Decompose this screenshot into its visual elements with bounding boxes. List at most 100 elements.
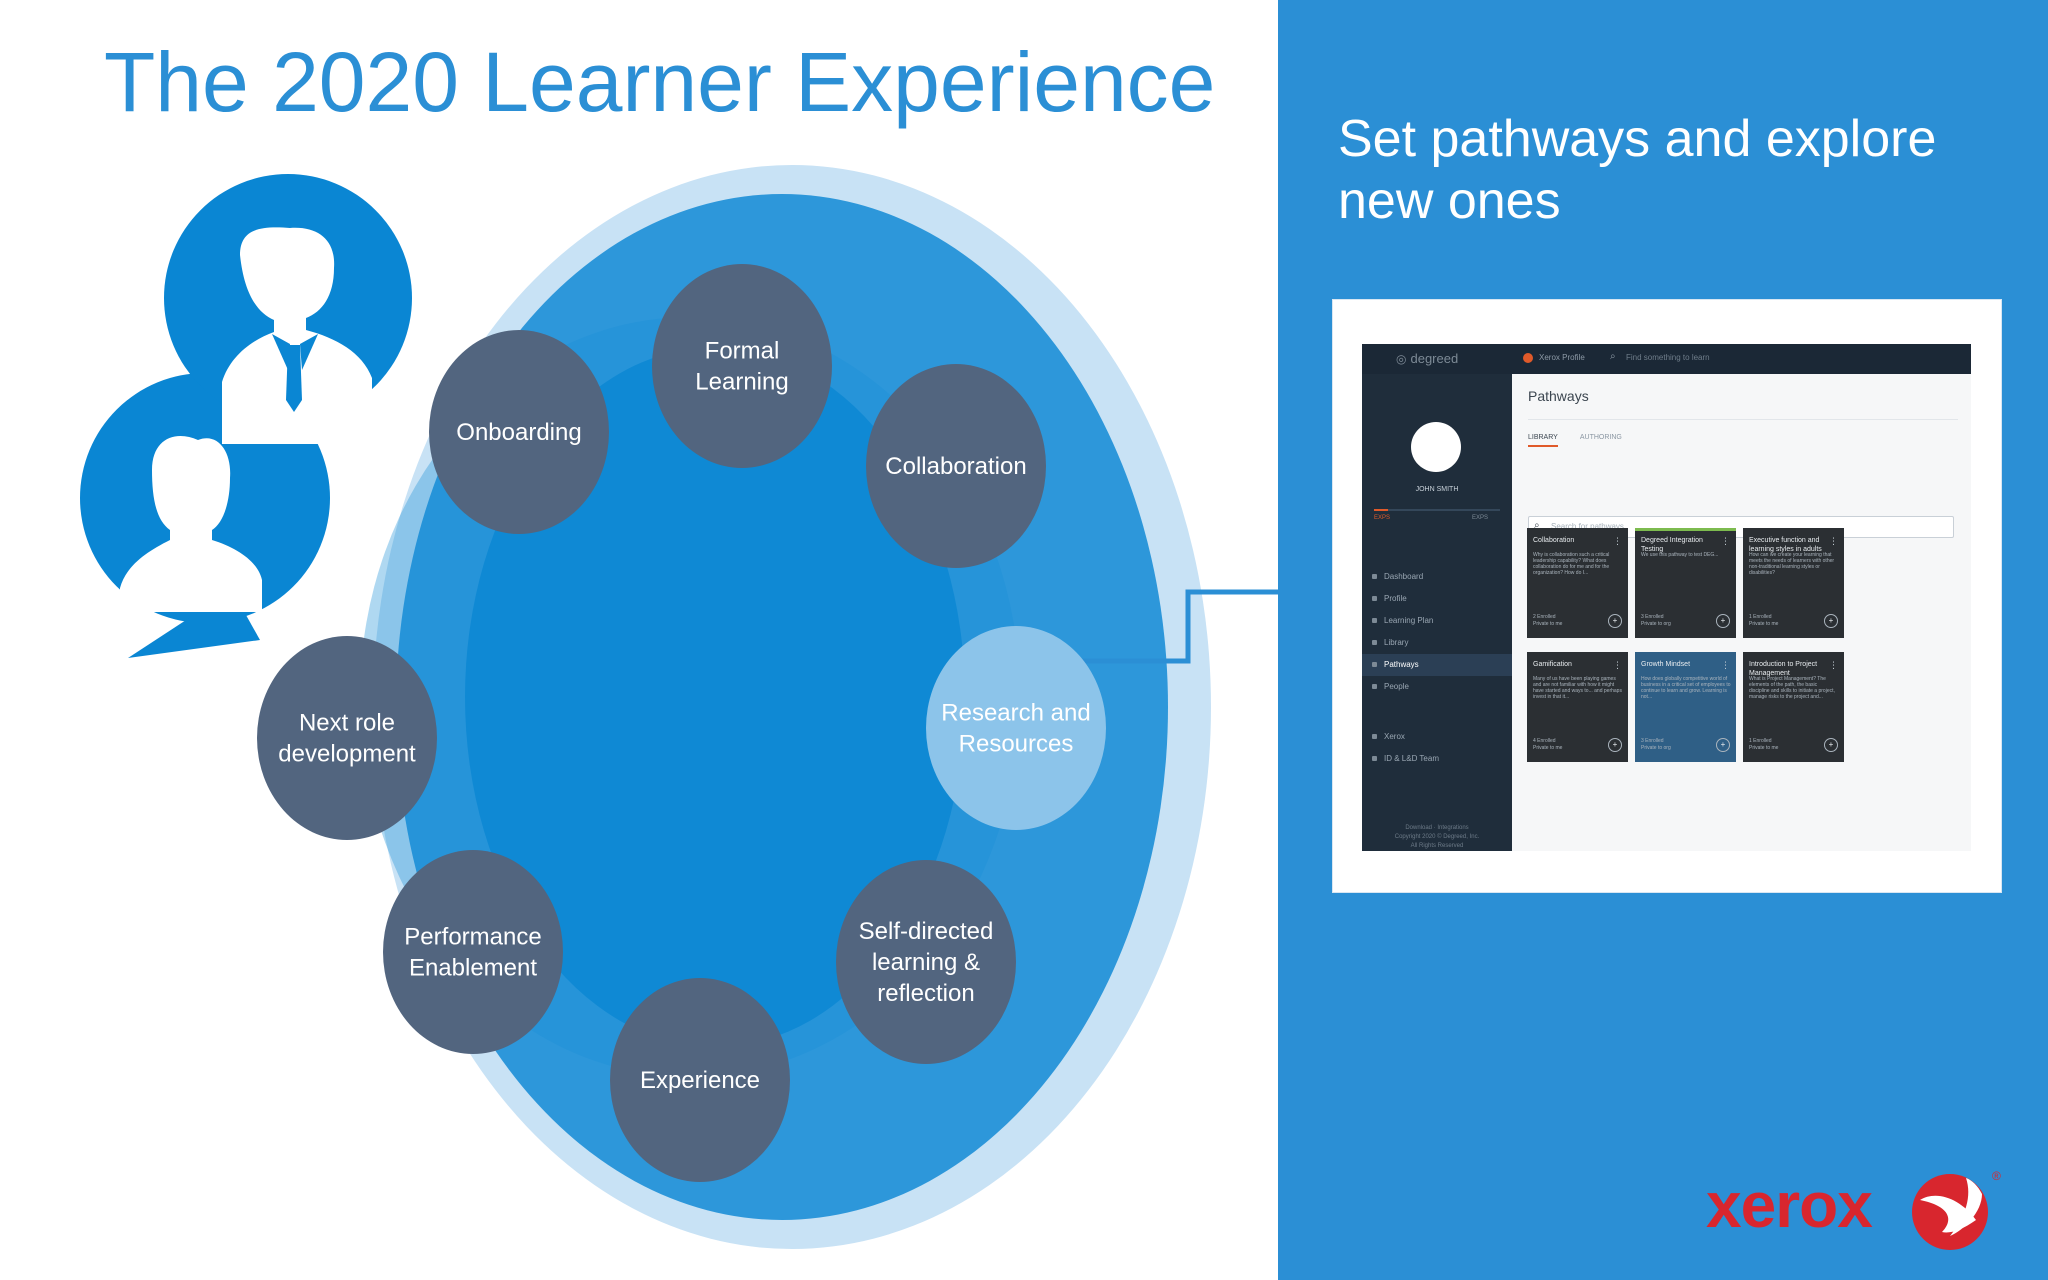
sidebar-team-item: ID & L&D Team (1362, 748, 1512, 770)
card-meta-line: Private to me (1533, 745, 1563, 751)
card-enroll-icon: + (1608, 614, 1622, 628)
sidebar-footer-line: Copyright 2020 © Degreed, Inc. (1394, 834, 1480, 840)
card-description: Many of us have been playing games and a… (1533, 676, 1622, 700)
app-topbar: ◎degreed Xerox Profile ⌕ Find something … (1362, 344, 1971, 374)
card-title: Collaboration (1533, 537, 1575, 544)
nav-bullet-icon (1372, 640, 1377, 645)
app-screenshot: ◎degreed Xerox Profile ⌕ Find something … (1362, 344, 1971, 851)
pathways-search-placeholder: Search for pathways (1551, 522, 1624, 531)
card-meta-line: 2 Enrolled (1533, 614, 1556, 620)
card-progress-bar (1635, 528, 1736, 531)
tab-library: LIBRARY (1528, 434, 1558, 447)
card-enroll-icon: + (1824, 738, 1838, 752)
profile-progress (1374, 509, 1500, 511)
node-label: Enablement (409, 955, 537, 982)
top-search-text: Find something to learn (1626, 353, 1710, 362)
sidebar-teams: Xerox ID & L&D Team (1362, 726, 1512, 770)
card-meta-line: 4 Enrolled (1533, 738, 1556, 744)
profile-progress-fill (1374, 509, 1388, 511)
card-meta-line: 1 Enrolled (1749, 738, 1772, 744)
sidebar-item-label: People (1384, 682, 1409, 691)
node-circle (610, 978, 790, 1182)
node-circle (926, 626, 1106, 830)
search-icon: ⌕ (1534, 520, 1540, 531)
profile-avatar (1411, 422, 1461, 472)
sidebar-item-profile: Profile (1362, 588, 1512, 610)
node-circle (383, 850, 563, 1054)
node-label: Experience (640, 1067, 760, 1094)
card-menu-icon: ⋮ (1613, 536, 1622, 546)
card-meta-line: Private to me (1533, 621, 1563, 627)
card-meta-line: 1 Enrolled (1749, 614, 1772, 620)
pathway-card: Growth Mindset⋮How does globally competi… (1635, 652, 1736, 762)
card-title: Growth Mindset (1641, 661, 1691, 668)
card-meta-line: Private to me (1749, 621, 1779, 627)
top-profile-link: Xerox Profile (1539, 353, 1585, 362)
sidebar-team-label: ID & L&D Team (1384, 754, 1439, 763)
xerox-logo-text: xerox (1706, 1169, 1873, 1241)
inner-ring (465, 347, 965, 1047)
sidebar-item-pathways: Pathways (1362, 654, 1512, 676)
pathway-card: Gamification⋮Many of us have been playin… (1527, 652, 1628, 762)
node-collaboration: Collaboration (866, 364, 1046, 568)
sidebar-team-label: Xerox (1384, 732, 1405, 741)
profile-stat-left: EXPS (1374, 515, 1391, 521)
pathway-card: Introduction to Project Management⋮What … (1743, 652, 1844, 762)
team-icon (1372, 734, 1377, 739)
xerox-sphere-icon: ® (1912, 1169, 2001, 1250)
nav-bullet-icon (1372, 574, 1377, 579)
card-menu-icon: ⋮ (1829, 660, 1838, 670)
sidebar-item-label: Library (1384, 638, 1409, 647)
card-description: Why is collaboration such a critical lea… (1533, 552, 1610, 576)
registered-mark: ® (1992, 1169, 2001, 1183)
sidebar-item-label: Profile (1384, 594, 1407, 603)
card-title: Degreed Integration Testing (1641, 537, 1703, 553)
xerox-logo: xerox ® (1706, 1160, 2006, 1260)
node-circle (429, 330, 609, 534)
card-title: Executive function and learning styles i… (1749, 537, 1822, 553)
sidebar-item-label: Learning Plan (1384, 616, 1434, 625)
pathways-search-input: ⌕ Search for pathways (1528, 516, 1954, 538)
profile-name: JOHN SMITH (1415, 486, 1459, 493)
card-menu-icon: ⋮ (1829, 536, 1838, 546)
sidebar-footer-line: Download · Integrations (1405, 825, 1469, 831)
node-label: Collaboration (885, 453, 1026, 480)
nav-bullet-icon (1372, 662, 1377, 667)
card-menu-icon: ⋮ (1721, 660, 1730, 670)
degreed-logo-icon: ◎ (1396, 352, 1407, 366)
card-enroll-icon: + (1716, 614, 1730, 628)
card-meta-line: Private to org (1641, 621, 1671, 627)
sidebar-item-label: Dashboard (1384, 572, 1424, 581)
pathway-card: Executive function and learning styles i… (1743, 528, 1844, 638)
app-screenshot-frame: ◎degreed Xerox Profile ⌕ Find something … (1333, 300, 2001, 892)
node-label: Formal (705, 338, 780, 365)
node-label: Performance (404, 924, 541, 951)
node-label: Resources (959, 731, 1074, 758)
card-meta-line: Private to org (1641, 745, 1671, 751)
card-description: How can we create your learning that mee… (1749, 552, 1835, 576)
sidebar-item-library: Library (1362, 632, 1512, 654)
nav-bullet-icon (1372, 684, 1377, 689)
app-brand-label: degreed (1410, 351, 1459, 366)
card-title: Introduction to Project Management (1749, 661, 1818, 677)
node-label: Onboarding (456, 419, 581, 446)
node-label: Self-directed (859, 918, 994, 945)
search-icon: ⌕ (1610, 351, 1616, 362)
node-onboarding: Onboarding (429, 330, 609, 534)
nav-bullet-icon (1372, 596, 1377, 601)
node-circle (652, 264, 832, 468)
profile-stat-right: EXPS (1472, 515, 1489, 521)
nav-bullet-icon (1372, 618, 1377, 623)
node-label: learning & (872, 949, 980, 976)
pathway-card: Collaboration ⋮Why is collaboration such … (1527, 528, 1628, 638)
